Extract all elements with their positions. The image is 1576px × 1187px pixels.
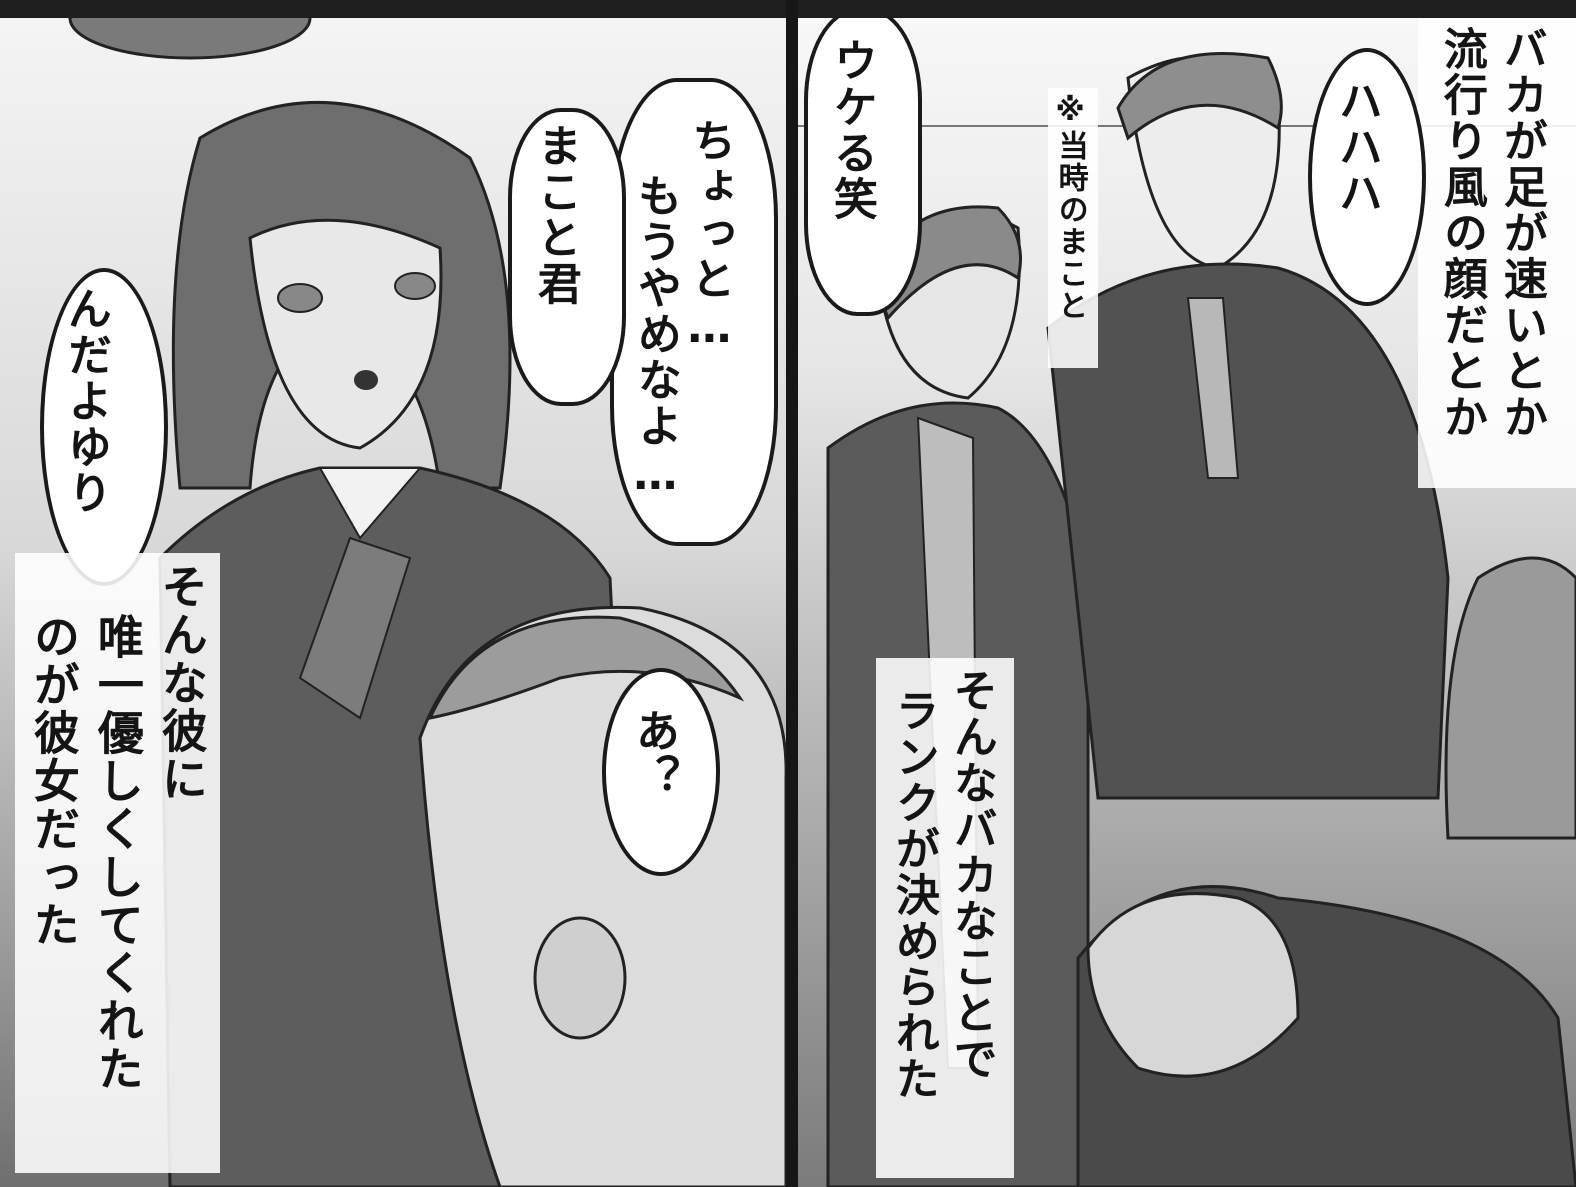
boy-center-blazer (1046, 262, 1450, 800)
speech-stop-line-1: ちょっと… (683, 118, 735, 355)
speech-yuri-text: んだよゆり (59, 286, 111, 516)
caption-box-top-right (1418, 18, 1576, 488)
panel-right-illustration (798, 52, 1576, 1187)
girl-mouth (354, 370, 378, 390)
boy-center-tie (1186, 297, 1240, 479)
student-right-edge (1444, 556, 1576, 840)
girl-collar (318, 467, 423, 540)
caption-top-line-1: バカが足が速いとか (1495, 26, 1547, 440)
speech-stop-line-2: もうやめなよ… (629, 173, 681, 502)
speech-makoto-text: まこと君 (529, 123, 581, 307)
note-box (1048, 88, 1098, 368)
caption-left-line-2: 唯一優しくしてくれた (90, 613, 145, 1093)
girl-ribbon (298, 536, 412, 720)
speech-ukeru-text: ウケる笑 (825, 38, 877, 222)
girl-eye-left (277, 283, 323, 313)
caption-bottom-line-1: そんなバカなことで (945, 668, 997, 1082)
boy-center-hair (1116, 52, 1283, 141)
girl-eye-right (394, 272, 436, 300)
speech-hahaha-text: ハハハ (1330, 78, 1382, 216)
speech-bubble-makoto (508, 108, 626, 406)
boy-bottom-head (1086, 892, 1300, 1078)
panel-gutter (786, 0, 798, 1187)
speech-a-text: あ？ (627, 708, 679, 800)
caption-bottom-line-2: ランクが決められた (887, 688, 939, 1102)
caption-left-line-3: のが彼女だった (26, 613, 81, 949)
manga-panel-left: んだよゆり ちょっと… もうやめなよ… まこと君 あ？ そんな彼に 唯一優しくし… (0, 18, 786, 1187)
manga-panel-right: バカが足が速いとか 流行り風の顔だとか ウケる笑 ハハハ ※当時のまこと そんな… (798, 18, 1576, 1187)
caption-box-bottom-right (876, 658, 1014, 1178)
speech-bubble-stop (610, 78, 778, 546)
caption-top-line-2: 流行り風の顔だとか (1435, 26, 1487, 440)
head-fragment-top (68, 18, 312, 60)
caption-box-left (15, 553, 220, 1173)
speech-bubble-hahaha (1308, 48, 1426, 306)
boy-hair (427, 615, 745, 721)
boy-ear (533, 916, 627, 1040)
note-text: ※当時のまこと (1052, 93, 1088, 322)
caption-left-line-1: そんな彼に (154, 563, 209, 803)
speech-bubble-yuri (40, 268, 168, 586)
girl-face (248, 218, 443, 450)
speech-bubble-ukeru (804, 18, 922, 316)
speech-bubble-a (602, 668, 720, 876)
